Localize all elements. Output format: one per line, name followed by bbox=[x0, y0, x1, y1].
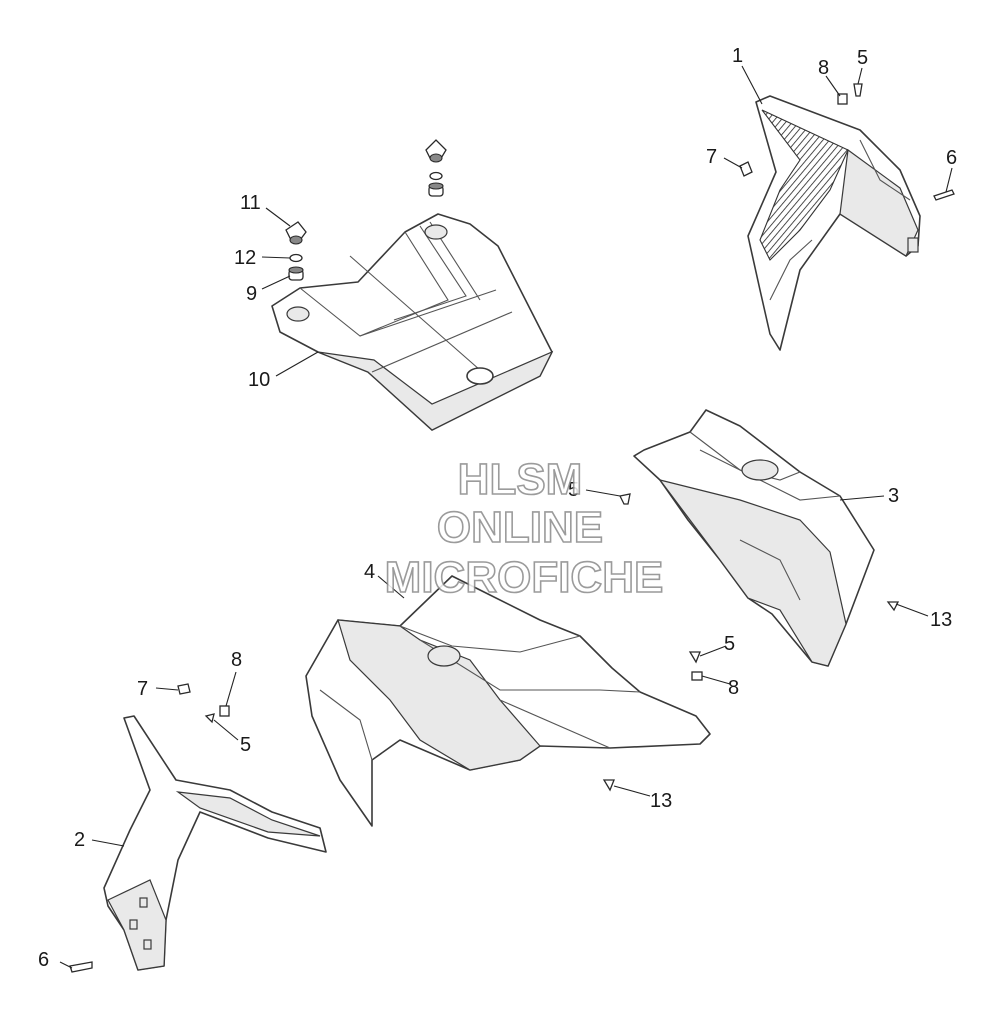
callout-8: 8 bbox=[728, 677, 739, 699]
callout-8: 8 bbox=[818, 57, 829, 79]
callout-2: 2 bbox=[74, 829, 85, 851]
callout-13: 13 bbox=[650, 790, 672, 812]
callout-12: 12 bbox=[234, 247, 256, 269]
loose-hardware bbox=[69, 83, 955, 973]
watermark: HLSM ONLINE MICROFICHE bbox=[384, 454, 664, 603]
fastener-11 bbox=[285, 221, 307, 241]
part-3-front-panel bbox=[633, 409, 875, 667]
part-2-left-fender bbox=[103, 715, 327, 971]
part-10-cover bbox=[271, 213, 554, 431]
callout-11: 11 bbox=[240, 192, 261, 214]
callout-9: 9 bbox=[246, 283, 257, 305]
callout-6: 6 bbox=[946, 147, 957, 169]
watermark-line-2: ONLINE bbox=[437, 503, 603, 552]
callout-5: 5 bbox=[724, 633, 735, 655]
nut-8-lower bbox=[691, 671, 703, 681]
screw-5-upper bbox=[853, 83, 863, 97]
callout-13: 13 bbox=[930, 609, 952, 631]
part-1-right-fender bbox=[747, 95, 921, 351]
cover-mount-hole-right bbox=[424, 224, 448, 240]
rivet-13-center bbox=[602, 779, 615, 792]
cover-mount-hole-left bbox=[286, 306, 310, 322]
callout-5: 5 bbox=[857, 47, 868, 69]
cover-fasteners bbox=[285, 139, 447, 281]
callout-5: 5 bbox=[240, 734, 251, 756]
clip-7-lower bbox=[177, 683, 191, 695]
bolt-6-upper bbox=[933, 189, 955, 201]
nut-8-left bbox=[219, 705, 230, 717]
part-4-front-hood bbox=[305, 575, 711, 827]
watermark-line-3: MICROFICHE bbox=[385, 553, 664, 602]
cover-drain-hole bbox=[466, 367, 494, 385]
callout-6: 6 bbox=[38, 949, 49, 971]
bolt-6-lower bbox=[69, 961, 93, 973]
screw-5-mid bbox=[619, 493, 631, 505]
watermark-line-1: HLSM bbox=[458, 455, 583, 504]
callout-8: 8 bbox=[231, 649, 242, 671]
screw-5-lower bbox=[688, 651, 701, 664]
callout-10: 10 bbox=[248, 369, 270, 391]
clip-7-upper bbox=[739, 161, 753, 177]
callout-7: 7 bbox=[706, 146, 717, 168]
screw-5-left bbox=[204, 713, 215, 724]
callout-labels: 1 8 5 7 6 11 12 9 10 3 5 13 4 5 8 13 8 7… bbox=[38, 45, 957, 971]
callout-1: 1 bbox=[732, 45, 743, 67]
callout-7: 7 bbox=[137, 678, 148, 700]
leader-lines bbox=[59, 65, 953, 969]
washer-12 bbox=[289, 253, 303, 263]
nut-8-upper bbox=[837, 93, 848, 105]
callout-3: 3 bbox=[888, 485, 899, 507]
rivet-13-right bbox=[886, 601, 900, 612]
callout-4: 4 bbox=[364, 561, 375, 583]
callout-5: 5 bbox=[568, 479, 579, 501]
